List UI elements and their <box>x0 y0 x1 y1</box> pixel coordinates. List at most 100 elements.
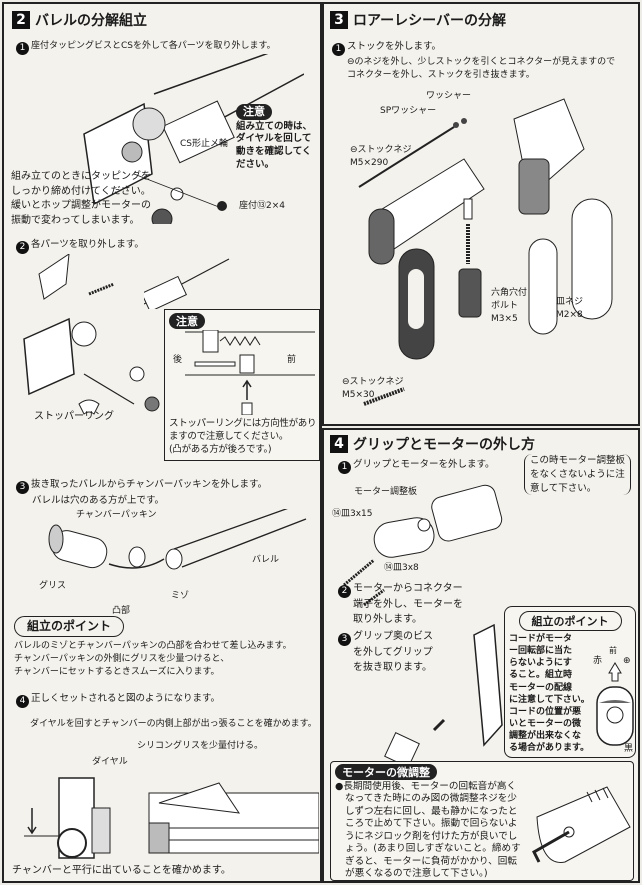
point-line: に注意して下さい。 <box>509 694 590 705</box>
label-grease: グリス <box>39 581 67 591</box>
plate-note: この時モーター調整板 をなくさないように注 意して下さい。 <box>524 454 632 496</box>
label-dial: ダイヤル <box>92 757 128 767</box>
caution-badge: 注意 <box>236 104 272 120</box>
step-text: 端子を外し、モーターを <box>353 599 463 611</box>
step-text: ⊖のネジを外し、少しストックを引くとコネクターが見えますので <box>347 57 616 68</box>
step-number: 1 <box>338 461 351 475</box>
dial-note: ダイヤルを回すとチャンバーの内側上部が出っ張ることを確かめます。 <box>30 719 317 729</box>
point-line: いとモーターの微 <box>509 718 582 729</box>
label-black-wire: 黒 <box>624 744 634 754</box>
point-title: 組立のポイント <box>518 611 622 631</box>
label-groove: ミゾ <box>171 591 190 601</box>
caution-box-1: 注意 組み立ての時は、 ダイヤルを回して 動きを確認してく ださい。 <box>236 104 312 172</box>
motor-wiring-diagram <box>596 662 634 746</box>
chamber-cross-section-illustration <box>24 777 319 859</box>
note-line: 緩いとホップ調整がモーターの <box>11 200 151 211</box>
point-line: チャンバーにセットするときスムーズに入ります。 <box>14 667 220 678</box>
grip-motor-illustration <box>343 484 503 765</box>
barrel-illustration <box>144 258 230 309</box>
point-line: チャンバーパッキンの外側にグリスを少量つけると、 <box>14 654 230 665</box>
section-title: グリップとモーターの外し方 <box>353 437 535 453</box>
label-seat-screw: 座付⑬2×4 <box>239 201 285 211</box>
step-text: 各パーツを取り外します。 <box>31 239 144 250</box>
point-line: ー回転部に当た <box>509 646 573 657</box>
tapping-note: 組み立てのときにタッピングを しっかり締め付けてください。 緩いとホップ調整がモ… <box>11 170 151 228</box>
step-text: 座付タッピングビスとCSを外して各パーツを取り外します。 <box>31 41 276 51</box>
point-title: 組立のポイント <box>14 616 125 638</box>
fine-line: が悪くなるので注意して下さい。) <box>345 868 488 880</box>
step-number: 1 <box>16 42 29 56</box>
step-text: を外してグリップ <box>353 647 433 659</box>
label-sp-washer: SPワッシャー <box>380 106 437 116</box>
step-text: 正しくセットされると図のようになります。 <box>31 693 221 704</box>
step-text: グリップとモーターを外します。 <box>353 459 495 470</box>
caution-line: 組み立ての時は、 <box>236 120 313 132</box>
step-text: 取り外します。 <box>353 613 422 625</box>
section-number: 4 <box>330 435 348 453</box>
fine-adjust-title: モーターの微調整 <box>335 764 437 780</box>
label-silicone-grease: シリコングリスを少量付ける。 <box>137 741 264 751</box>
point-line: らないようにす <box>509 658 572 669</box>
label-rear: 後 <box>173 355 183 365</box>
label-plus: ⊕ <box>623 656 631 666</box>
label-screw-3x15: ⑭皿3x15 <box>332 509 373 519</box>
step-text: モーターからコネクター <box>353 583 463 594</box>
label-line: ボルト <box>491 301 519 312</box>
label-line: 皿ネジ <box>556 297 584 307</box>
step-text: コネクターを外し、ストックを引き抜きます。 <box>347 70 535 81</box>
label-screw-3x8: ⑭皿3x8 <box>384 563 419 573</box>
caution-line: ダイヤルを回して <box>236 133 312 145</box>
assembly-point-2: 組立のポイント コードがモータ ー回転部に当た らないようにす ること。組立時 … <box>504 606 636 758</box>
label-red-wire: 赤 <box>593 656 603 666</box>
label-hex-bolt: 六角穴付ボルト M3×5 <box>491 287 527 326</box>
caution-line: 動きを確認してく <box>236 146 312 158</box>
label-stock-screw-long: ⊖ストックネジ M5×290 <box>350 144 412 170</box>
fine-line: ぎると、モーターに負荷がかかり、回転 <box>345 855 517 867</box>
label-line: ⊖ストックネジ <box>350 145 412 155</box>
label-barrel: バレル <box>252 555 280 565</box>
label-front: 前 <box>609 646 617 655</box>
label-line: M3×5 <box>491 314 518 325</box>
step-number: 1 <box>332 43 345 57</box>
point-line: 調整が出来なくな <box>509 731 582 742</box>
point-line: バレルのミゾとチャンバーパッキンの凸部を合わせて差し込みます。 <box>14 641 292 652</box>
section-title: バレルの分解組立 <box>35 13 147 29</box>
note-line: しっかり締め付けてください。 <box>11 185 151 197</box>
motor-fine-adjust-box: モーターの微調整 ●長期間使用後、モーターの回転音が高く なってきた時にのみ図の… <box>330 761 634 881</box>
step-text: 抜き取ったバレルからチャンバーパッキンを外します。 <box>31 479 268 490</box>
fine-line: ●長期間使用後、モーターの回転音が高く <box>335 781 517 792</box>
point-line: コードがモータ <box>509 634 573 644</box>
hop-up-exploded-illustration <box>83 54 304 224</box>
point-line: る場合があります。 <box>509 743 590 754</box>
fine-line: うにネジロック剤を付けた方が良いでし <box>345 830 518 842</box>
caution-line: ださい。 <box>236 158 275 170</box>
step-text: ストックを外します。 <box>347 41 442 52</box>
point-line: ること。組立時 <box>509 670 573 681</box>
chamber-packing-illustration <box>48 509 307 570</box>
step-number: 3 <box>338 633 351 647</box>
section-2-heading: 2 バレルの分解組立 <box>12 10 147 30</box>
step-text: グリップ奥のビス <box>353 631 433 642</box>
label-front: 前 <box>287 355 297 365</box>
step-number: 3 <box>16 481 29 495</box>
caution-badge: 注意 <box>169 313 205 329</box>
step-text: バレルは穴のある方が上です。 <box>32 495 165 507</box>
label-line: M5×290 <box>350 158 389 169</box>
label-line: ⊖ストックネジ <box>342 377 404 387</box>
step-number: 2 <box>338 585 351 599</box>
caution-line: ますので注意してください。 <box>169 430 289 442</box>
label-stopper-ring: ストッパーリング <box>34 411 114 422</box>
stopper-direction-diagram <box>185 330 315 415</box>
label-chamber-packing: チャンバーパッキン <box>76 510 157 520</box>
step-number: 2 <box>16 241 29 255</box>
label-line: 六角穴付 <box>491 288 528 298</box>
label-line: M2×8 <box>556 310 583 321</box>
